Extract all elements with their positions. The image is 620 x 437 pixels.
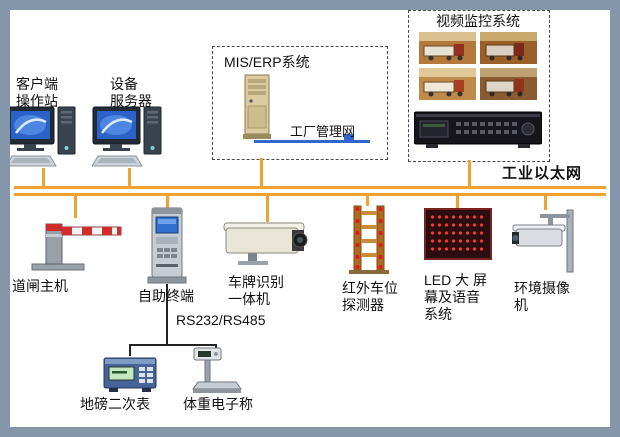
client-station-label: 客户端 操作站 [16, 76, 58, 109]
video-surveillance-title: 视频监控系统 [436, 13, 520, 29]
infrared-detector-icon [346, 204, 392, 281]
connector-client-to-bus [42, 168, 45, 186]
led-label: LED 大 屏 幕及语音 系统 [424, 272, 488, 322]
self-service-kiosk-icon [147, 206, 187, 289]
device-server-icon [91, 106, 166, 175]
industrial-ethernet-label: 工业以太网 [502, 165, 583, 182]
factory-network-connector [344, 134, 354, 140]
scale-label: 体重电子称 [183, 396, 253, 412]
mis-erp-box [212, 46, 388, 160]
electronic-scale-icon [190, 346, 244, 401]
environment-camera-icon [510, 208, 580, 281]
serial-drop-scale [215, 344, 217, 350]
serial-drop-weighbridge [129, 344, 131, 356]
connector-bus-to-infrared [366, 196, 369, 206]
camera-feeds-grid-image [419, 32, 537, 105]
ethernet-bus-line-top [14, 186, 606, 189]
led-display-icon [424, 208, 492, 260]
connector-bus-to-led [456, 196, 459, 210]
connector-bus-to-kiosk [166, 196, 169, 208]
connector-video-to-bus [468, 160, 471, 186]
client-workstation-icon [5, 106, 80, 175]
infrared-label: 红外车位 探测器 [342, 280, 398, 313]
led-dot-matrix [429, 213, 487, 255]
connector-server-to-bus [128, 168, 131, 186]
serial-link-line [166, 284, 168, 344]
lpr-camera-icon [222, 220, 312, 273]
barrier-gate-label: 道闸主机 [12, 278, 68, 294]
environment-camera-label: 环境摄像 机 [514, 280, 570, 313]
device-server-label: 设备 服务器 [110, 76, 152, 109]
weighbridge-label: 地磅二次表 [80, 396, 150, 412]
kiosk-label: 自助终端 [138, 288, 194, 304]
connector-bus-to-lpr [266, 196, 269, 222]
video-surveillance-box [408, 10, 550, 162]
connector-bus-to-barrier [74, 196, 77, 218]
connector-bus-to-envcam [544, 196, 547, 210]
barrier-gate-icon [28, 216, 123, 277]
factory-network-label: 工厂管理网 [290, 124, 356, 139]
ethernet-bus-line-bottom [14, 193, 606, 196]
serial-branch-line [129, 344, 217, 346]
weighbridge-indicator-icon [102, 356, 158, 399]
erp-server-tower-icon [242, 74, 272, 145]
mis-erp-title: MIS/ERP系统 [224, 54, 310, 70]
connector-mis-to-bus [260, 158, 263, 186]
serial-protocol-label: RS232/RS485 [176, 312, 266, 328]
dvr-recorder-icon [413, 108, 543, 155]
factory-network-line [254, 140, 370, 143]
lpr-label: 车牌识别 一体机 [228, 274, 284, 307]
